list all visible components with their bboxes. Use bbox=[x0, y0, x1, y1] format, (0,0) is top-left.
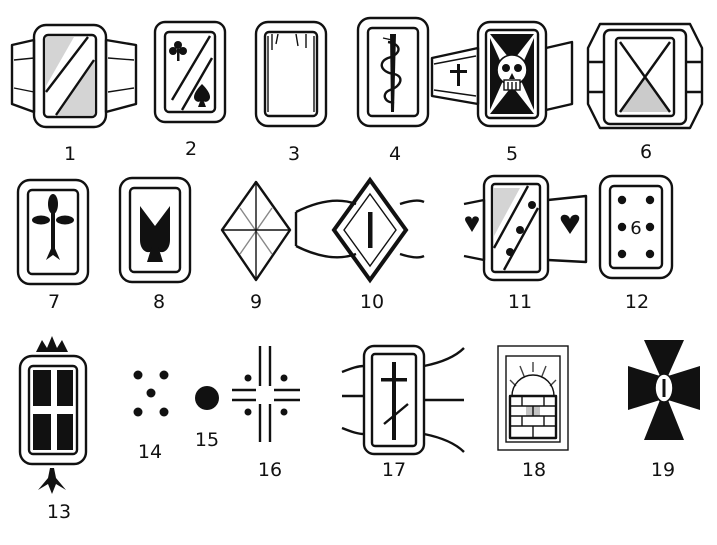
symbol-18-sunrise-wall bbox=[497, 345, 569, 451]
symbol-1-ring-diagonal bbox=[10, 23, 138, 129]
symbol-16-double-cross bbox=[232, 346, 300, 442]
symbol-6-saltire-ring bbox=[586, 22, 704, 130]
label-14: 14 bbox=[138, 441, 162, 463]
symbol-12-die-six: 6 bbox=[598, 174, 674, 280]
skull-icon bbox=[496, 54, 528, 91]
label-6: 6 bbox=[640, 141, 652, 163]
symbol-5-skull-ring bbox=[430, 20, 574, 128]
label-16: 16 bbox=[258, 459, 282, 481]
label-13: 13 bbox=[47, 501, 71, 523]
symbol-7-ermine bbox=[16, 178, 90, 286]
label-8: 8 bbox=[153, 291, 165, 313]
heart-icon bbox=[465, 214, 580, 234]
label-10: 10 bbox=[360, 291, 384, 313]
symbol-8-spade bbox=[118, 176, 192, 284]
symbol-2-club-spade bbox=[153, 20, 227, 124]
spade-icon bbox=[194, 84, 210, 107]
label-9: 9 bbox=[250, 291, 262, 313]
label-2: 2 bbox=[185, 138, 197, 160]
symbol-9-lozenge bbox=[220, 180, 292, 282]
crown-icon bbox=[36, 336, 68, 352]
serpent-staff-icon bbox=[380, 34, 402, 112]
cross-icon bbox=[450, 64, 467, 86]
die-number: 6 bbox=[630, 218, 641, 239]
label-12: 12 bbox=[625, 291, 649, 313]
symbol-14-quincunx bbox=[133, 370, 169, 417]
ermine-cross-icon bbox=[32, 194, 74, 260]
label-3: 3 bbox=[288, 143, 300, 165]
symbol-11-heart-ring bbox=[463, 174, 588, 282]
label-5: 5 bbox=[506, 143, 518, 165]
label-4: 4 bbox=[389, 143, 401, 165]
label-19: 19 bbox=[651, 459, 675, 481]
maltese-cross-icon bbox=[628, 340, 700, 440]
club-icon bbox=[169, 41, 187, 61]
symbol-17-rune-ring bbox=[341, 344, 465, 456]
dot-icon bbox=[195, 386, 219, 410]
label-1: 1 bbox=[64, 143, 76, 165]
label-11: 11 bbox=[508, 291, 532, 313]
symbol-13-crowned-cross bbox=[18, 336, 88, 494]
spade-icon bbox=[140, 206, 170, 262]
symbol-10-lozenge-ring bbox=[294, 176, 425, 284]
label-15: 15 bbox=[195, 429, 219, 451]
label-17: 17 bbox=[382, 459, 406, 481]
label-18: 18 bbox=[522, 459, 546, 481]
symbol-4-serpent-staff bbox=[356, 16, 430, 128]
symbol-3-plain-plaque bbox=[254, 20, 328, 128]
label-7: 7 bbox=[48, 291, 60, 313]
sunrise-wall-icon bbox=[508, 362, 558, 440]
